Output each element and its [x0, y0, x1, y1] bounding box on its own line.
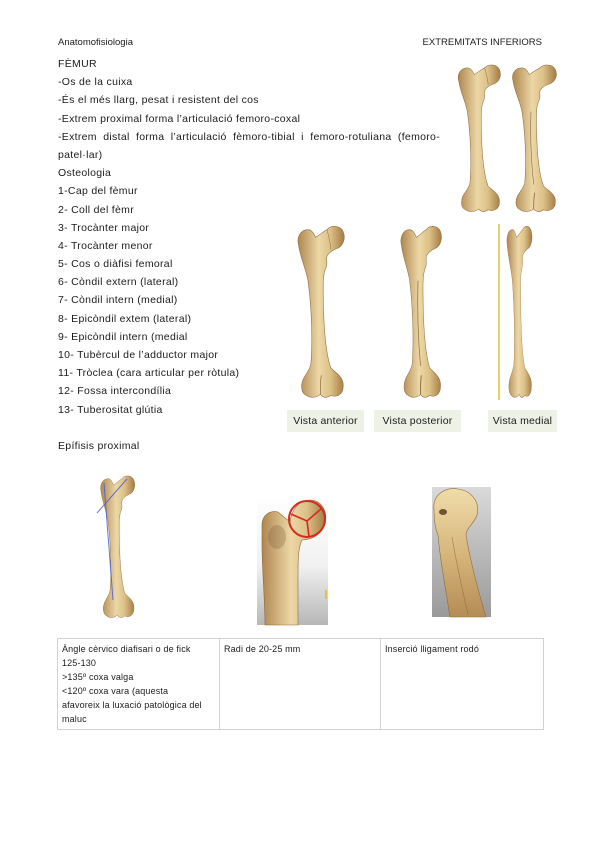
bone-contour-line	[327, 230, 331, 250]
table-cell-line: afavoreix la luxació patològica del	[62, 700, 202, 710]
femur-head-lateral-image	[432, 487, 491, 618]
part-item: 7- Còndil intern (medial)	[58, 294, 178, 307]
part-item: 5- Cos o diàfisi femoral	[58, 258, 173, 271]
header-subject: Anatomofisiologia	[58, 37, 133, 48]
part-item: 11- Tròclea (cara articular per ròtula)	[58, 367, 240, 380]
intercondylar-line	[421, 375, 422, 394]
ligament-cell: Inserció lligament rodó	[380, 638, 544, 730]
proximal-epiphysis-table: Àngle cèrvico diafisari o de fick 125-13…	[57, 638, 544, 730]
fact-line: -És el més llarg, pesat i resistent del …	[58, 94, 259, 107]
table-cell-line: 125-130	[62, 658, 97, 668]
femur-head-closeup-image	[257, 493, 328, 626]
trochanter-shadow	[268, 525, 286, 549]
part-item: 13- Tuberositat glútia	[58, 403, 163, 416]
osteology-title: Osteologia	[58, 167, 112, 180]
femur-image-top-1	[457, 64, 501, 212]
femoral-head-division-lines	[290, 508, 322, 538]
linea-aspera-line	[531, 112, 534, 185]
fact-line: -Extrem distal forma l’articulació fèmor…	[58, 130, 440, 143]
femur-bone	[512, 64, 557, 212]
femur-notes: FÈMUR -Os de la cuixa -És el més llarg, …	[58, 55, 443, 419]
part-item: 10- Tubèrcul de l’adductor major	[58, 349, 219, 361]
part-item: 6- Còndil extern (lateral)	[58, 276, 179, 289]
caption-medial-view: Vista medial	[488, 410, 557, 432]
table-cell-line: <120º coxa vara (aquesta	[62, 686, 169, 696]
table-cell-line: >135º coxa valga	[62, 672, 134, 682]
part-item: 3- Trocànter major	[58, 221, 150, 234]
fovea-capitis	[439, 509, 447, 515]
shaft-axis-line	[103, 482, 114, 601]
epiphysis-title: Epífisis proximal	[58, 440, 140, 452]
fact-line: -Os de la cuixa	[58, 76, 133, 89]
part-item: 9- Epicòndil intern (medial	[58, 330, 188, 343]
femur-bone	[457, 64, 501, 212]
intercondylar-line	[320, 375, 321, 394]
yellow-marker	[325, 590, 327, 599]
bone-ridge-line	[451, 536, 469, 616]
table-cell-line: Àngle cèrvico diafisari o de fick	[62, 644, 191, 654]
neck-axis-line	[96, 478, 128, 514]
yellow-guide-line	[498, 224, 500, 400]
femur-bone	[297, 225, 345, 398]
part-item: 1-Cap del fèmur	[58, 185, 138, 198]
femur-anterior-image	[297, 225, 345, 398]
head-radius-cell: Radi de 20-25 mm	[219, 638, 381, 730]
femoral-head-circle	[288, 500, 326, 538]
femur-medial-image	[506, 225, 533, 398]
femur-bone	[506, 225, 533, 398]
part-item: 4- Trocànter menor	[58, 239, 153, 252]
table-cell-line: maluc	[62, 714, 87, 724]
table-cell-line: Radi de 20-25 mm	[224, 644, 301, 654]
intercondylar-line	[534, 193, 535, 209]
femur-bone	[400, 225, 442, 398]
caption-anterior-view: Vista anterior	[287, 410, 364, 432]
bone-contour-line	[485, 68, 488, 85]
table-cell-line: Inserció lligament rodó	[385, 644, 479, 654]
femur-posterior-image	[400, 225, 442, 398]
part-item: 2- Coll del fèmr	[58, 203, 134, 216]
proximal-femur-bone	[433, 488, 487, 618]
angle-axes-overlay	[96, 478, 128, 601]
angle-cell: Àngle cèrvico diafisari o de fick 125-13…	[57, 638, 220, 730]
part-item: 8- Epicòndil extem (lateral)	[58, 312, 192, 325]
section-title: FÈMUR	[58, 58, 97, 70]
linea-aspera-line	[418, 281, 421, 366]
table-row: Àngle cèrvico diafisari o de fick 125-13…	[57, 638, 544, 730]
femur-image-top-2	[512, 64, 557, 212]
header-unit: EXTREMITATS INFERIORS	[422, 37, 542, 48]
fact-line: -Extrem proximal forma l’articulació fem…	[58, 112, 301, 125]
fact-line: patel·lar)	[58, 148, 103, 161]
caption-posterior-view: Vista posterior	[374, 410, 461, 432]
part-item: 12- Fossa intercondília	[58, 385, 172, 398]
